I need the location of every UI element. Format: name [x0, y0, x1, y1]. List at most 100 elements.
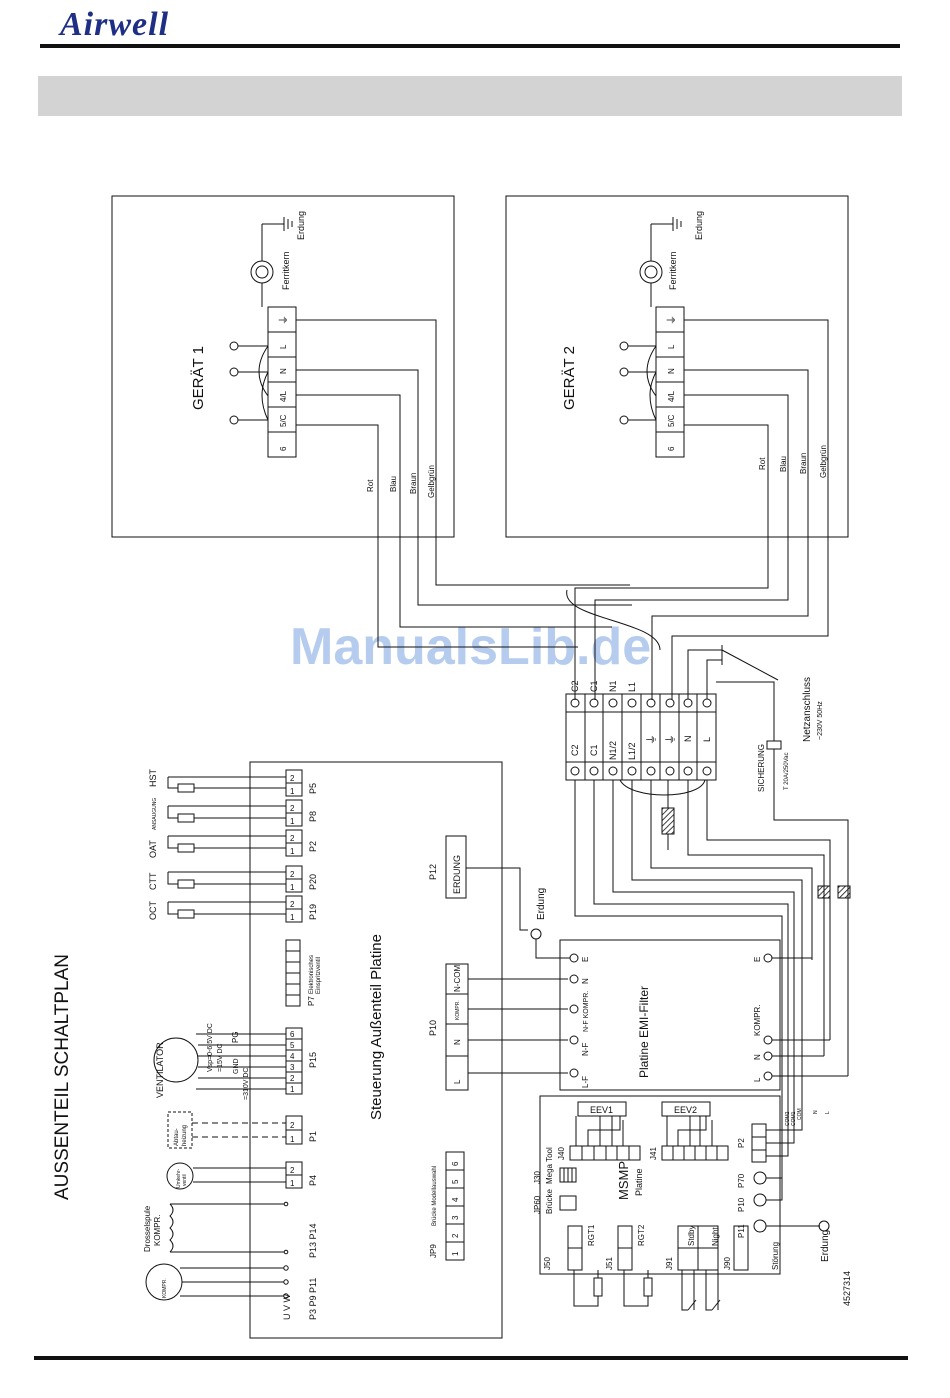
- p10-pin-kompr: KOMPR.: [455, 1000, 461, 1020]
- valve-label-2: ventil: [182, 1174, 188, 1186]
- terminal-block-labels: C2 C1 N1 L1 C2 C1 N1/2 L1/2 ⏚ ⏚ N L Netz…: [570, 677, 824, 792]
- svg-text:1: 1: [290, 883, 295, 892]
- svg-text:2: 2: [290, 870, 295, 879]
- svg-text:2: 2: [290, 1121, 295, 1130]
- unit-2: [505, 195, 849, 700]
- conn-p20: P20: [308, 874, 318, 890]
- sensor-oat: OAT: [148, 840, 158, 858]
- heater-label-1: Abtau-: [174, 1128, 180, 1146]
- conn-p7-desc-2: Einspritzventil: [316, 957, 322, 994]
- conn-p19: P19: [308, 904, 318, 920]
- jp9-pin-1: 1: [451, 1251, 460, 1256]
- unit-1-title: GERÄT 1: [190, 346, 207, 410]
- conn-p3-p11: P3 P9 P11: [308, 1278, 318, 1320]
- unit-1-term-5c: 5/C: [279, 414, 288, 427]
- msmp-eev2: EEV2: [674, 1105, 697, 1115]
- emi-right-e: E: [753, 957, 762, 962]
- unit-2-term-l: L: [667, 344, 676, 349]
- unit-2-wire-gelbgruen: Gelbgrün: [819, 445, 828, 478]
- unit-2-wire-blau: Blau: [779, 456, 788, 472]
- msmp-l: L: [825, 1111, 831, 1114]
- msmp-j50: J50: [543, 1257, 552, 1270]
- msmp-j90: J90: [723, 1257, 732, 1270]
- conn-p12: P12: [428, 864, 438, 880]
- svg-text:1: 1: [290, 787, 295, 796]
- section-band: [38, 76, 902, 116]
- conn-p7: P7: [307, 996, 316, 1006]
- svg-text:1: 1: [290, 1135, 295, 1144]
- tb-bot-c1: C1: [589, 744, 599, 756]
- p10-pin-l: L: [453, 1079, 462, 1084]
- msmp-p70: P70: [737, 1173, 746, 1188]
- fan-pin-gnd: GND: [233, 1058, 240, 1074]
- compressor-pins: U V W: [282, 1293, 292, 1320]
- unit-1-term-6: 6: [279, 446, 288, 451]
- msmp-stdby: Stdby: [687, 1226, 696, 1246]
- svg-text:2: 2: [290, 804, 295, 813]
- msmp-p11: P11: [737, 1224, 746, 1238]
- conn-p4: P4: [308, 1175, 318, 1186]
- msmp-subtitle: Platine: [634, 1168, 644, 1196]
- jp9-pin-2: 2: [451, 1233, 460, 1238]
- choke-label-2: KOMPR.: [153, 1214, 162, 1246]
- svg-text:2: 2: [290, 834, 295, 843]
- emi-left-lf: L-F: [581, 1076, 590, 1088]
- mains-label: Netzanschluss: [802, 677, 813, 742]
- unit-2-term-n: N: [667, 368, 676, 374]
- header-rule: [40, 44, 900, 48]
- p10-pin-n: N: [453, 1039, 462, 1045]
- terminal-block: [565, 589, 851, 1148]
- conn-p15: P15: [308, 1052, 318, 1068]
- tb-bot-c2: C2: [570, 744, 580, 756]
- conn-p5: P5: [308, 783, 318, 794]
- msmp-j30: J30: [533, 1171, 542, 1184]
- unit-2-term-6: 6: [667, 446, 676, 451]
- fuse-spec: T 20A/250Vac: [784, 753, 790, 790]
- brand-logo: Airwell: [60, 6, 170, 43]
- unit-2-title: GERÄT 2: [561, 346, 578, 410]
- conn-p13-p14: P13 P14: [308, 1223, 318, 1258]
- emi-right-l: L: [753, 1077, 762, 1082]
- emi-right-kompr: KOMPR.: [753, 1004, 762, 1036]
- emi-left-nf-kompr: N-F KOMPR.: [583, 991, 590, 1032]
- msmp-jp60: JP60: [533, 1195, 542, 1214]
- emi-filter: [559, 939, 848, 1091]
- fan-label: VENTILATOR: [155, 1042, 165, 1098]
- tb-bot-n12: N1/2: [608, 741, 618, 760]
- msmp-n: N: [813, 1110, 819, 1114]
- sensor-ansaug: ANSAUGUNG: [152, 798, 158, 830]
- tb-top-c2: C2: [570, 680, 580, 692]
- msmp-com1: COM1: [791, 1111, 797, 1126]
- footer-rule: [34, 1356, 908, 1360]
- unit-2-term-ground: ⏚: [666, 315, 678, 325]
- emi-left-nf: N-F: [581, 1043, 590, 1056]
- unit-1: [111, 195, 632, 648]
- unit-1-wire-gelbgruen: Gelbgrün: [427, 465, 436, 498]
- control-board-labels: Steuerung Außenteil Platine P5 P8 P2 P20…: [143, 768, 462, 1320]
- msmp-rgt2: RGT2: [637, 1224, 646, 1246]
- svg-text:4: 4: [290, 1052, 295, 1061]
- svg-text:3: 3: [290, 1063, 295, 1072]
- msmp-j51: J51: [605, 1257, 614, 1270]
- erdung-connector: ERDUNG: [452, 855, 462, 894]
- unit-2-ferrite: Ferritkern: [668, 251, 678, 290]
- document-id: 4527314: [842, 1271, 852, 1306]
- svg-text:1: 1: [290, 1179, 295, 1188]
- emi-right-n: N: [753, 1054, 762, 1060]
- unit-1-wire-braun: Braun: [409, 473, 418, 494]
- unit-2-wire-braun: Braun: [799, 453, 808, 474]
- tb-top-l1: L1: [627, 682, 637, 692]
- conn-p10: P10: [428, 1020, 438, 1036]
- msmp-board: [539, 1095, 830, 1311]
- msmp-eev1: EEV1: [590, 1105, 613, 1115]
- unit-1-term-n: N: [279, 368, 288, 374]
- jp9-pin-4: 4: [451, 1197, 460, 1202]
- diagram-title: AUSSENTEIL SCHALTPLAN: [52, 954, 73, 1200]
- tb-bot-ground-1: ⏚: [645, 734, 658, 745]
- msmp-p10: P10: [737, 1197, 746, 1212]
- unit-1-ground: Erdung: [296, 211, 306, 240]
- unit-1-ferrite: Ferritkern: [281, 251, 291, 290]
- unit-1-term-ground: ⏚: [278, 315, 290, 325]
- msmp-stoerung: Störung: [771, 1242, 780, 1270]
- unit-2-ground: Erdung: [694, 211, 704, 240]
